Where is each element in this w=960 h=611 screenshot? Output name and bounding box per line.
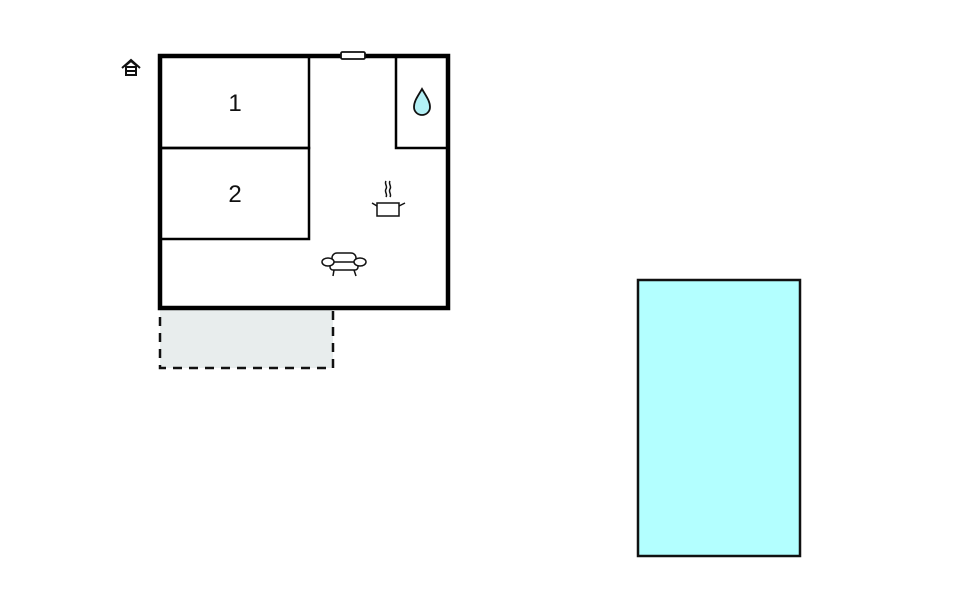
water-drop-icon bbox=[413, 87, 431, 116]
house-outer-wall bbox=[157, 53, 451, 311]
swimming-pool bbox=[636, 278, 802, 558]
entrance-house-icon bbox=[121, 58, 141, 76]
terrace-dashed-area bbox=[158, 306, 335, 370]
room-bedroom-2 bbox=[158, 146, 311, 241]
room-label-1: 1 bbox=[228, 90, 241, 117]
cooking-pot-icon bbox=[371, 180, 406, 217]
window-marker bbox=[340, 51, 366, 60]
room-bathroom bbox=[394, 56, 448, 150]
armchair-icon bbox=[321, 252, 367, 277]
room-label-2: 2 bbox=[228, 181, 241, 208]
